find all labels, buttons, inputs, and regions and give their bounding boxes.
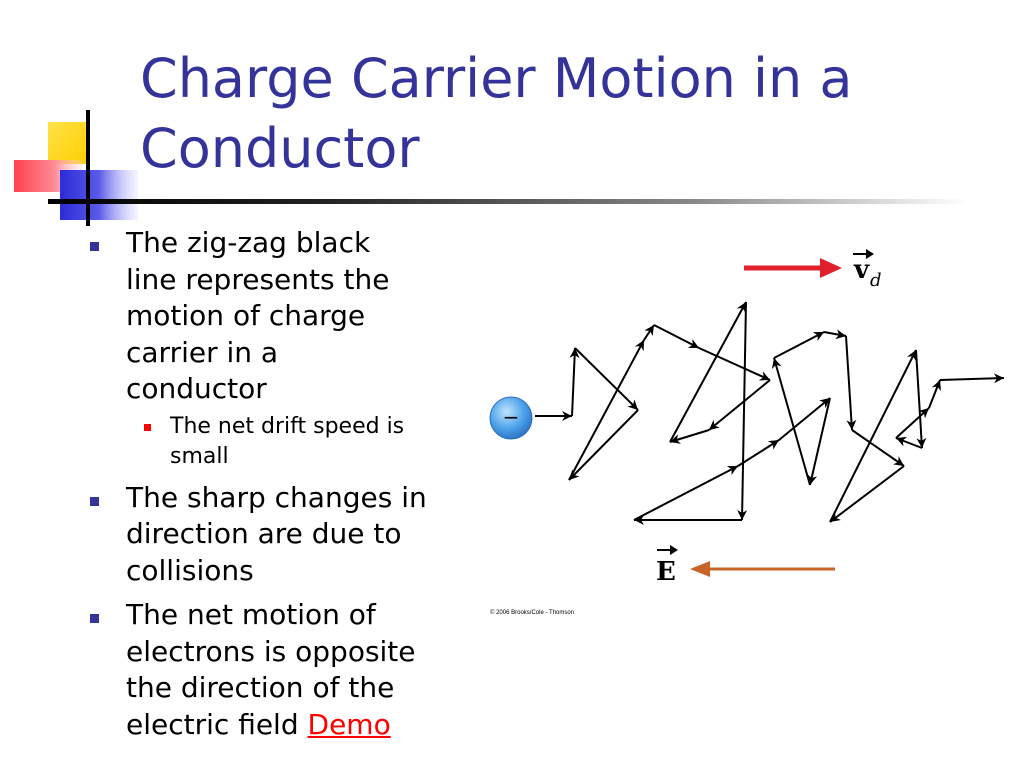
text-line: the direction of the xyxy=(126,671,395,704)
image-credit: © 2006 Brooks/Cole - Thomson xyxy=(490,609,574,616)
sub-bullet-item-drift-speed: The net drift speed is small xyxy=(126,412,488,472)
path-segment xyxy=(807,397,831,486)
text-line: direction are due to xyxy=(126,517,402,550)
path-segment xyxy=(708,379,771,431)
electric-field-label: E xyxy=(656,545,678,587)
path-segment xyxy=(771,357,811,486)
path-segment xyxy=(928,379,941,409)
bullet-list: The zig-zag black line represents the mo… xyxy=(88,225,488,743)
path-segment xyxy=(568,339,645,481)
bullet-text: The zig-zag black line represents the mo… xyxy=(126,226,389,405)
electric-field-arrow xyxy=(690,561,835,577)
path-segment xyxy=(829,465,905,523)
path-segment xyxy=(574,347,639,411)
path-segment xyxy=(569,347,580,417)
title-line-1: Charge Carrier Motion in a xyxy=(140,47,853,110)
path-segment xyxy=(737,301,748,521)
slide-title: Charge Carrier Motion in a Conductor xyxy=(140,44,1000,184)
drift-velocity-arrow xyxy=(744,258,842,278)
text-line: line represents the xyxy=(126,262,390,296)
path-segment xyxy=(845,335,857,431)
path-segment xyxy=(633,465,739,521)
text-line: small xyxy=(170,443,229,469)
text-line: The sharp changes in xyxy=(126,480,427,514)
electron-drift-diagram: v d − xyxy=(489,249,1005,616)
demo-link[interactable]: Demo xyxy=(307,707,391,741)
title-line-2: Conductor xyxy=(140,117,420,180)
vd-vector-symbol: v xyxy=(853,255,870,285)
title-underline-rule xyxy=(48,199,968,204)
text-line: electric field xyxy=(126,707,308,741)
path-segment xyxy=(568,409,639,481)
text-line: motion of charge xyxy=(126,299,366,332)
text-line: The zig-zag black xyxy=(126,226,371,259)
e-vector-symbol: E xyxy=(656,557,676,587)
path-segment xyxy=(823,329,847,340)
small-square-bullet-icon xyxy=(144,423,151,431)
text-line: electrons is opposite xyxy=(126,634,416,668)
negative-charge-sign: − xyxy=(503,405,520,429)
yellow-square xyxy=(48,122,86,164)
bullet-item-collisions: The sharp changes in direction are due t… xyxy=(88,480,488,590)
square-bullet-icon xyxy=(90,242,99,251)
path-segment xyxy=(669,429,710,444)
text-line: The net motion of xyxy=(126,598,376,631)
bullet-list-area: The zig-zag black line represents the mo… xyxy=(88,225,488,765)
path-segment xyxy=(737,439,780,467)
sub-bullet-list: The net drift speed is small xyxy=(126,412,488,472)
path-segment xyxy=(895,407,930,439)
path-segment xyxy=(643,324,655,341)
path-segment xyxy=(915,349,927,449)
bullet-item-net-motion: The net motion of electrons is opposite … xyxy=(88,597,488,743)
bullet-item-zigzag: The zig-zag black line represents the mo… xyxy=(88,225,488,472)
path-segment xyxy=(895,436,923,449)
path-segment xyxy=(778,397,831,441)
vd-subscript: d xyxy=(870,270,882,291)
text-line: carrier in a xyxy=(126,335,279,369)
text-line: conductor xyxy=(126,372,267,405)
path-segment xyxy=(653,324,700,349)
decorative-corner-squares xyxy=(14,110,138,226)
text-line: The net drift speed is xyxy=(170,413,405,439)
drift-velocity-label: v d xyxy=(853,249,882,291)
square-bullet-icon xyxy=(90,614,99,623)
path-segment xyxy=(773,331,825,359)
blue-square xyxy=(60,170,138,220)
electron-particle: − xyxy=(489,396,533,440)
path-segment xyxy=(669,301,747,443)
square-bullet-icon xyxy=(90,496,99,506)
zigzag-path xyxy=(535,301,1005,525)
path-segment xyxy=(698,347,771,381)
path-segment xyxy=(939,373,1005,384)
path-segment xyxy=(851,429,905,467)
path-segment xyxy=(829,349,917,523)
text-line: collisions xyxy=(126,553,254,587)
